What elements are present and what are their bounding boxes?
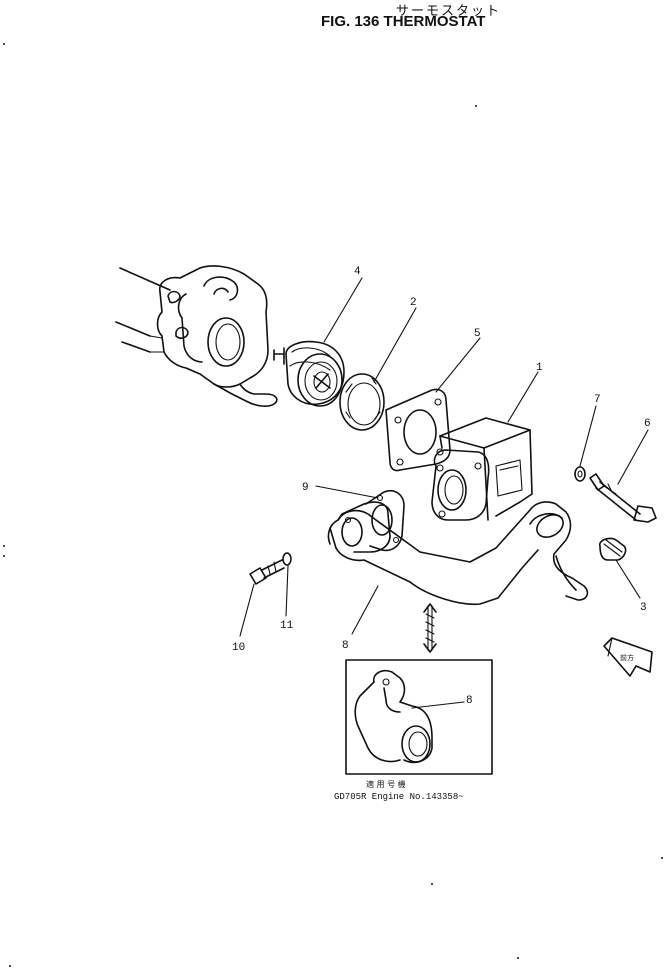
callout-7: 7	[594, 394, 601, 406]
callout-1: 1	[536, 362, 543, 374]
callout-5: 5	[474, 328, 481, 340]
washer-small	[282, 552, 292, 566]
inset-caption-japanese: 適 用 号 機	[366, 779, 406, 789]
bolt-small	[249, 559, 285, 585]
leader-lines	[239, 277, 649, 637]
direction-label: 前方	[620, 653, 634, 662]
callout-2: 2	[410, 297, 417, 309]
callout-6: 6	[644, 418, 651, 430]
thermostat-housing	[431, 417, 533, 521]
thermostat-seal-ring	[339, 373, 385, 431]
scan-specks	[3, 43, 663, 967]
gasket	[385, 388, 451, 472]
callout-4: 4	[354, 266, 361, 278]
callout-11: 11	[280, 620, 294, 632]
inset-callout-8: 8	[466, 695, 473, 707]
callout-3: 3	[640, 602, 647, 614]
thermostat	[273, 340, 345, 407]
bolt	[589, 473, 657, 523]
callout-8: 8	[342, 640, 349, 652]
figure-title: FIG. 136 THERMOSTAT	[321, 13, 486, 30]
water-outlet-pipe	[327, 501, 589, 606]
front-direction-tag: 前方	[603, 637, 653, 677]
callouts: 4 2 5 1 7 6 9 3 10 11 8	[232, 266, 651, 654]
outlet-gasket	[365, 490, 405, 552]
arrow-to-inset	[423, 603, 437, 653]
callout-9: 9	[302, 482, 309, 494]
inset-box: 8	[345, 659, 493, 775]
washer	[574, 466, 586, 482]
callout-10: 10	[232, 642, 245, 654]
plug	[599, 537, 627, 561]
engine-housing	[115, 265, 278, 407]
figure-title-japanese: サーモスタット	[396, 4, 502, 19]
inset-caption-engine-number: GD705R Engine No.143358~	[334, 792, 464, 802]
